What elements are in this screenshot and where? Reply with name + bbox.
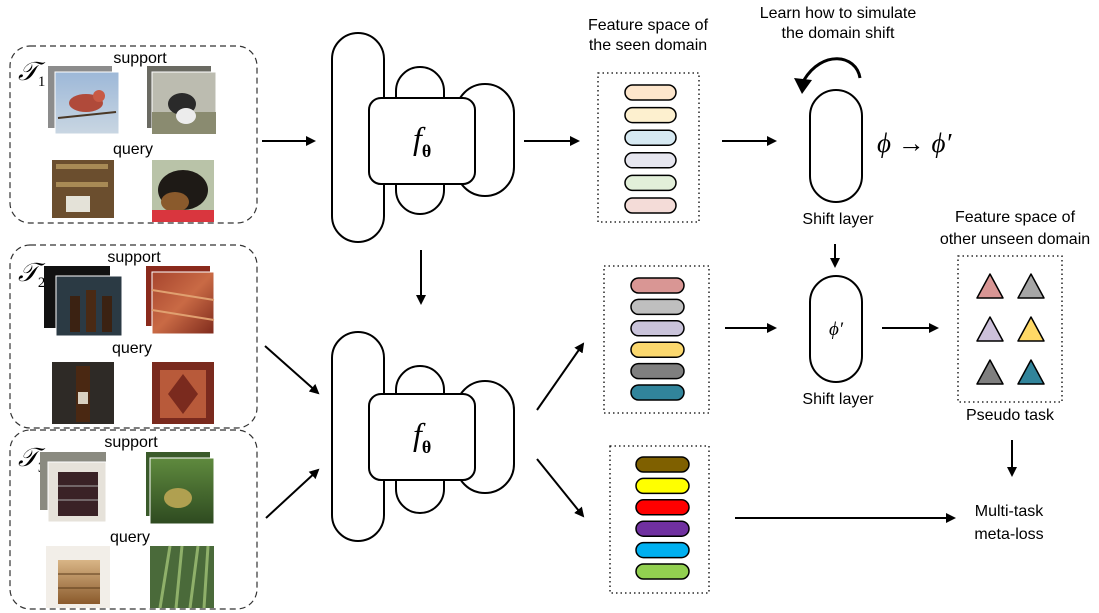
- task3-feature-bar-3: [635, 499, 690, 516]
- task-2-symbol: 𝒯2: [18, 258, 46, 291]
- shift-layer-bottom: [809, 275, 863, 383]
- task-3-box: [9, 429, 258, 610]
- shift-layer-top-label: Shift layer: [802, 211, 874, 228]
- arrow-task2-to-encoder: [264, 345, 320, 395]
- meta-loss-line2: meta-loss: [974, 526, 1043, 543]
- task-1-box: [9, 45, 258, 224]
- task-1-support-images: [48, 66, 217, 135]
- seen-feature-bar-1: [624, 84, 677, 101]
- seen-feature-bar-6: [624, 197, 677, 214]
- pseudo-triangle-5: [976, 359, 1004, 385]
- seen-feature-title-line2: the seen domain: [589, 37, 707, 54]
- task-2-group: 𝒯2 support query: [9, 244, 258, 429]
- arrow-encoder-to-shifted: [536, 342, 585, 411]
- task-1-query-images: [52, 160, 214, 222]
- encoder-top: fθ: [331, 32, 515, 243]
- task3-feature-bar-1: [635, 456, 690, 473]
- task-3-group: 𝒯3 support query: [9, 429, 258, 610]
- seen-feature-bar-3: [624, 129, 677, 146]
- seen-feature-bar-4: [624, 152, 677, 169]
- shifted-feature-bar-2: [630, 298, 685, 316]
- arrow-task3-to-encoder: [265, 468, 320, 519]
- phi-prime-label: ϕ′: [829, 319, 844, 340]
- task-2-support-label: support: [107, 249, 161, 266]
- simulate-title-line2: the domain shift: [782, 25, 896, 42]
- task-1-group: 𝒯1 support query: [9, 45, 258, 224]
- task-2-query-label: query: [112, 340, 152, 357]
- pseudo-task-label: Pseudo task: [966, 407, 1055, 424]
- task-3-query-label: query: [110, 529, 150, 546]
- task3-feature-box: [609, 445, 710, 594]
- task-3-support-images: [40, 452, 215, 525]
- unseen-feature-title-line1: Feature space of: [955, 209, 1076, 226]
- shift-layer-top: [809, 89, 863, 203]
- simulate-title-line1: Learn how to simulate: [760, 5, 917, 22]
- task-2-support-images: [44, 266, 215, 337]
- pseudo-triangle-6: [1017, 359, 1045, 385]
- shifted-feature-bars: [630, 277, 685, 401]
- pseudo-triangle-4: [1017, 316, 1045, 342]
- shifted-feature-bar-1: [630, 277, 685, 294]
- seen-feature-box: [597, 72, 700, 223]
- task3-feature-bars: [635, 456, 690, 580]
- simulate-loop-arrowhead: [794, 78, 812, 94]
- pseudo-task-triangles: [976, 273, 1045, 385]
- shifted-feature-bar-3: [630, 320, 685, 337]
- shifted-feature-bar-4: [630, 341, 685, 358]
- pseudo-triangle-2: [1017, 273, 1045, 299]
- task-3-support-label: support: [104, 434, 158, 451]
- arrow-encoder-to-task3: [536, 458, 585, 518]
- pseudo-triangle-1: [976, 273, 1004, 299]
- task-2-box: [9, 244, 258, 429]
- task3-feature-bar-4: [635, 520, 690, 537]
- task3-feature-bar-2: [635, 477, 690, 495]
- flow-arrows: [262, 136, 1017, 523]
- task-3-query-images: [46, 545, 214, 609]
- pseudo-task-box: [957, 255, 1063, 403]
- task-1-query-label: query: [113, 141, 153, 158]
- seen-feature-bars: [624, 84, 677, 214]
- pseudo-triangle-3: [976, 316, 1004, 342]
- task3-feature-bar-6: [635, 563, 690, 580]
- seen-feature-bar-2: [624, 106, 677, 124]
- shifted-feature-bar-6: [630, 384, 685, 401]
- shift-layer-bottom-label: Shift layer: [802, 391, 874, 408]
- phi-transform-label: ϕ → ϕ′: [877, 128, 952, 158]
- seen-feature-title-line1: Feature space of: [588, 17, 709, 34]
- simulate-loop-arrow: [802, 57, 862, 81]
- meta-loss-line1: Multi-task: [975, 503, 1044, 520]
- shifted-feature-bar-5: [630, 362, 685, 380]
- encoder-bottom: fθ: [331, 331, 515, 542]
- unseen-feature-title-line2: other unseen domain: [940, 231, 1090, 248]
- task-1-support-label: support: [113, 50, 167, 67]
- seen-feature-bar-5: [624, 174, 677, 192]
- task-1-symbol: 𝒯1: [18, 57, 46, 90]
- task3-feature-bar-5: [635, 541, 690, 559]
- task-2-query-images: [52, 362, 214, 424]
